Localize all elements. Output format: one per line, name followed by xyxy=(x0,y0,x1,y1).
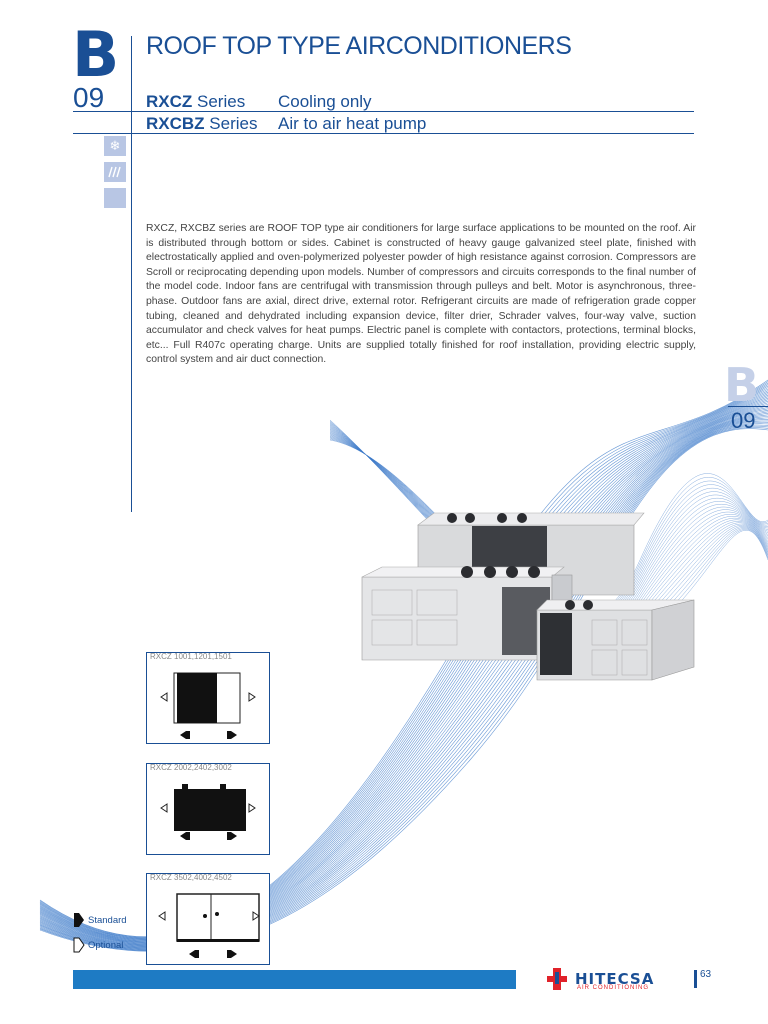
series-row-heatpump: RXCBZ Series Air to air heat pump xyxy=(146,114,426,134)
header-rule xyxy=(73,111,694,112)
unit-diagram-2: RXCZ 2002,2402,3002 xyxy=(146,763,270,855)
series-code: RXCBZ xyxy=(146,114,205,133)
side-section-letter: B xyxy=(724,358,760,412)
side-rule xyxy=(728,406,768,407)
brand-name: HITECSA xyxy=(575,970,655,988)
legend-optional: Optional xyxy=(88,940,124,951)
heat-waves-icon xyxy=(104,162,126,182)
page-marker xyxy=(694,970,697,988)
brand-tagline: AIR CONDITIONING xyxy=(577,985,650,991)
diagram-caption: RXCZ 1001,1201,1501 xyxy=(150,652,232,661)
page-number: 63 xyxy=(700,969,712,980)
header-rule xyxy=(73,133,694,134)
page-title: ROOF TOP TYPE AIRCONDITIONERS xyxy=(146,32,572,60)
hitecsa-logo-icon xyxy=(547,968,567,990)
footer-bar xyxy=(73,970,516,989)
section-letter: B xyxy=(72,18,120,91)
unit-diagram-1: RXCZ 1001,1201,1501 xyxy=(146,652,270,744)
series-row-cooling: RXCZ Series Cooling only xyxy=(146,92,372,112)
standard-arrow-icon xyxy=(74,913,84,927)
series-suffix: Series xyxy=(197,92,246,111)
series-description: Air to air heat pump xyxy=(278,114,427,133)
product-photo xyxy=(361,512,695,681)
section-number: 09 xyxy=(73,82,105,113)
blank-mode-icon xyxy=(104,188,126,208)
legend-standard: Standard xyxy=(88,915,127,926)
optional-arrow-icon xyxy=(73,937,85,953)
unit-diagram-3: RXCZ 3502,4002,4502 xyxy=(146,873,270,965)
vertical-divider xyxy=(131,36,132,512)
series-description: Cooling only xyxy=(278,92,372,111)
side-section-number: 09 xyxy=(731,408,756,433)
diagram-caption: RXCZ 3502,4002,4502 xyxy=(150,873,232,882)
diagram-caption: RXCZ 2002,2402,3002 xyxy=(150,763,232,772)
series-suffix: Series xyxy=(209,114,258,133)
airflow-diagram xyxy=(160,672,256,739)
series-code: RXCZ xyxy=(146,92,193,111)
airflow-diagram xyxy=(158,893,260,958)
airflow-diagram xyxy=(160,784,256,840)
description-text: RXCZ, RXCBZ series are ROOF TOP type air… xyxy=(146,223,696,366)
snowflake-icon: ❄ xyxy=(104,136,126,156)
